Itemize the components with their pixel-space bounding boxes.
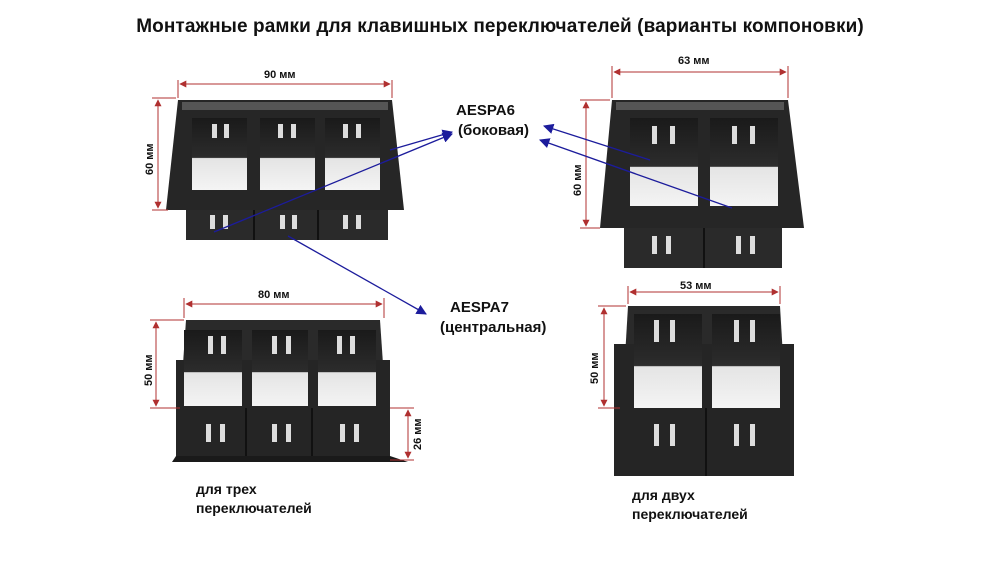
- part-side-code: AESPA6: [456, 102, 515, 119]
- part-side-name: (боковая): [458, 122, 530, 139]
- callout-side-left-upper: [389, 129, 453, 151]
- dim-bottom-left-height: 50 мм: [143, 354, 155, 386]
- dim-bottom-left-depth: 26 мм: [412, 418, 424, 450]
- frame-three-center: [172, 320, 408, 462]
- dim-top-left-height: 60 мм: [144, 143, 156, 175]
- dim-top-left-width: 90 мм: [264, 69, 296, 81]
- part-center-code: AESPA7: [450, 299, 509, 316]
- dim-bottom-left-width: 80 мм: [258, 289, 290, 301]
- frame-two-center: [614, 306, 794, 476]
- caption-two-line1: для двух: [632, 487, 695, 503]
- callout-side-right-upper: [543, 123, 651, 161]
- callout-side-left-lower: [213, 132, 453, 233]
- callout-side-right-lower: [539, 138, 733, 209]
- dim-top-right-height: 60 мм: [572, 164, 584, 196]
- part-center-name: (центральная): [440, 319, 547, 336]
- caption-two-line2: переключателей: [632, 506, 748, 522]
- dim-top-right-width: 63 мм: [678, 55, 710, 67]
- dimension-lines: [150, 66, 789, 461]
- frame-three-side: [166, 100, 404, 240]
- page-title: Монтажные рамки для клавишных переключат…: [136, 16, 864, 37]
- frame-two-side: [600, 100, 804, 268]
- caption-three-line2: переключателей: [196, 500, 312, 516]
- callout-center: [287, 235, 427, 315]
- dim-bottom-right-width: 53 мм: [680, 280, 712, 292]
- caption-three-line1: для трех: [196, 481, 257, 497]
- dim-bottom-right-height: 50 мм: [589, 352, 601, 384]
- callout-arrows: [213, 123, 733, 315]
